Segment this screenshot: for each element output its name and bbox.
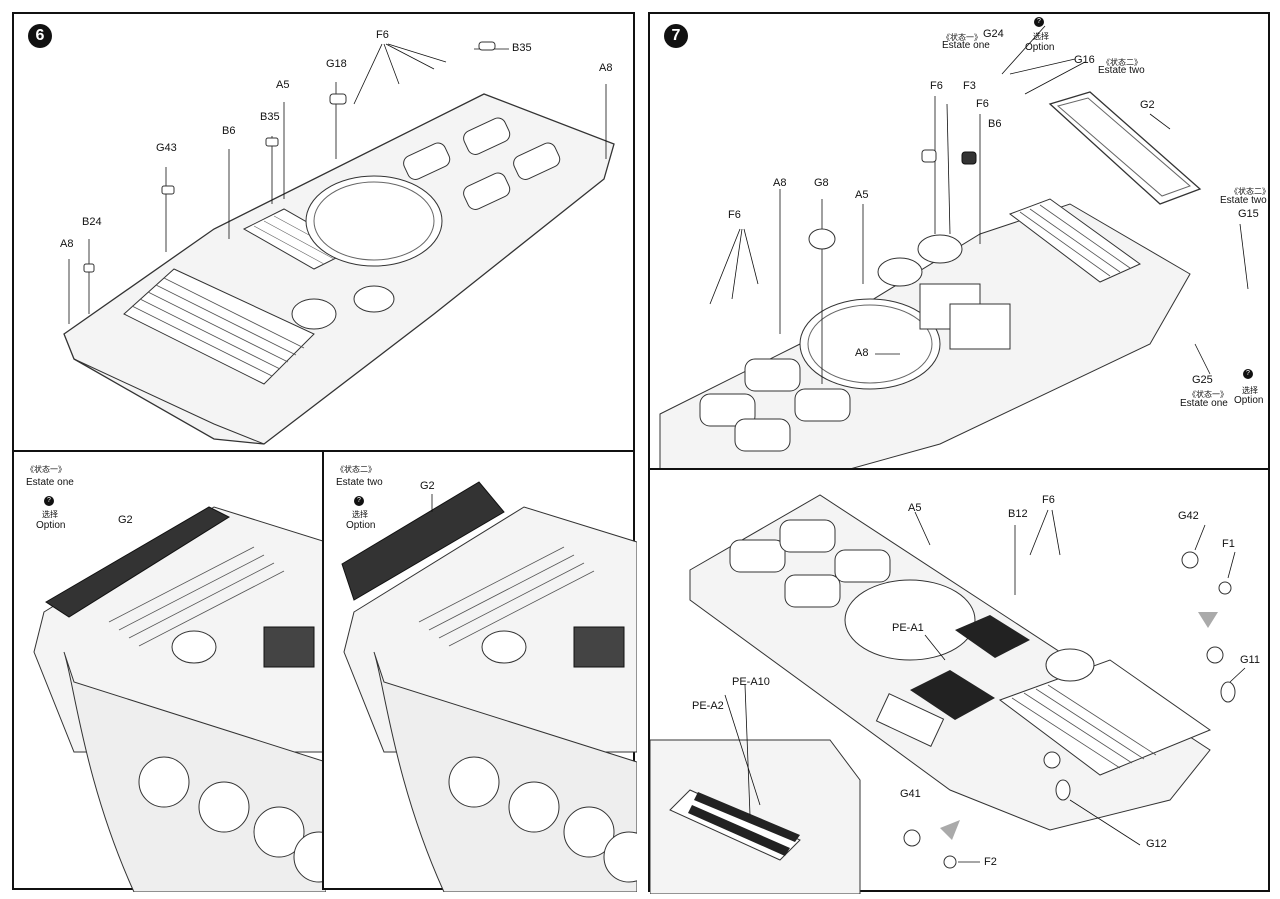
option-label: Option bbox=[346, 520, 376, 531]
part-label-f3: F3 bbox=[963, 80, 976, 92]
part-label-g15: G15 bbox=[1238, 208, 1259, 220]
part-label-f1: F1 bbox=[1222, 538, 1235, 550]
part-label-a8: A8 bbox=[773, 177, 787, 189]
g24-cn-label: 《状态一》 bbox=[942, 33, 982, 42]
part-label-a5: A5 bbox=[908, 502, 922, 514]
part-label-b12: B12 bbox=[1008, 508, 1028, 520]
part-label-f6: F6 bbox=[376, 29, 389, 41]
part-label-f6: F6 bbox=[930, 80, 943, 92]
right-cn-label: 《状态二》 bbox=[1230, 187, 1270, 196]
step-number: 6 bbox=[28, 24, 52, 48]
part-label-pe-a1: PE-A1 bbox=[892, 622, 924, 634]
part-label-g18: G18 bbox=[326, 58, 347, 70]
part-label-b6: B6 bbox=[222, 125, 236, 137]
g25-cn-label: 《状态一》 bbox=[1188, 390, 1228, 399]
part-label-b24: B24 bbox=[82, 216, 102, 228]
g16-estate-label: Estate two bbox=[1098, 65, 1145, 76]
part-label-b6: B6 bbox=[988, 118, 1002, 130]
step-7-hull-drawing bbox=[659, 25, 1249, 470]
option-label: Option bbox=[36, 520, 66, 531]
step-6-hull-drawing bbox=[63, 41, 615, 445]
step-7-detail-panel: A5 B12 F6 G42 F1 PE-A1 PE-A10 PE-A2 G11 … bbox=[648, 468, 1270, 894]
part-label-a8: A8 bbox=[599, 62, 613, 74]
option-label: Option bbox=[1234, 395, 1264, 406]
option-label: Option bbox=[1025, 42, 1055, 53]
part-label-g2: G2 bbox=[1140, 99, 1155, 111]
option-icon: ? bbox=[44, 496, 54, 506]
right-estate-label: Estate two bbox=[1220, 195, 1267, 206]
part-label-g11: G11 bbox=[1240, 654, 1260, 666]
estate-two-panel: 《状态二》 Estate two ? 选择 Option G2 bbox=[322, 450, 637, 892]
option-cn-label: 选择 bbox=[1242, 386, 1258, 395]
part-label-g12: G12 bbox=[1146, 838, 1167, 850]
part-label-f6: F6 bbox=[1042, 494, 1055, 506]
part-label-g24: G24 bbox=[983, 28, 1004, 40]
part-label-f6: F6 bbox=[728, 209, 741, 221]
part-label-g41: G41 bbox=[900, 788, 921, 800]
part-label-g25: G25 bbox=[1192, 374, 1213, 386]
part-label-pe-a2: PE-A2 bbox=[692, 700, 724, 712]
option-icon: ? bbox=[1034, 17, 1044, 27]
part-label-g42: G42 bbox=[1178, 510, 1199, 522]
option-icon: ? bbox=[354, 496, 364, 506]
part-label-g2: G2 bbox=[420, 480, 435, 492]
part-label-a8: A8 bbox=[60, 238, 74, 250]
part-label-a5: A5 bbox=[855, 189, 869, 201]
estate-cn-label: 《状态二》 bbox=[336, 465, 376, 474]
estate-one-drawing bbox=[33, 506, 326, 892]
part-label-g43: G43 bbox=[156, 142, 177, 154]
estate-cn-label: 《状态一》 bbox=[26, 465, 66, 474]
step-7-detail-drawing bbox=[650, 494, 1246, 894]
part-label-g8: G8 bbox=[814, 177, 829, 189]
g16-cn-label: 《状态二》 bbox=[1102, 58, 1142, 67]
estate-label: Estate two bbox=[336, 477, 383, 488]
step-7-panel: 7 《状态一》 G24 Estate one ? 选择 Option G16 《… bbox=[648, 12, 1270, 470]
step-number: 7 bbox=[664, 24, 688, 48]
step-6-panel: 6 F6 B35 G18 A5 A8 B35 B6 G43 B24 A8 bbox=[12, 12, 635, 452]
estate-one-panel: 《状态一》 Estate one ? 选择 Option G2 bbox=[12, 450, 326, 892]
option-icon: ? bbox=[1243, 369, 1253, 379]
part-label-f2: F2 bbox=[984, 856, 997, 868]
part-label-a5: A5 bbox=[276, 79, 290, 91]
estate-label: Estate one bbox=[26, 477, 74, 488]
g25-estate-label: Estate one bbox=[1180, 398, 1228, 409]
estate-two-drawing bbox=[341, 481, 637, 892]
part-label-a8: A8 bbox=[855, 347, 869, 359]
part-label-f6: F6 bbox=[976, 98, 989, 110]
option-cn-label: 选择 bbox=[1033, 32, 1049, 41]
part-label-b35: B35 bbox=[512, 42, 532, 54]
part-label-pe-a10: PE-A10 bbox=[732, 676, 770, 688]
part-label-b35: B35 bbox=[260, 111, 280, 123]
option-cn-label: 选择 bbox=[352, 510, 368, 519]
part-label-g2: G2 bbox=[118, 514, 133, 526]
part-label-g16: G16 bbox=[1074, 54, 1095, 66]
g24-estate-label: Estate one bbox=[942, 40, 990, 51]
option-cn-label: 选择 bbox=[42, 510, 58, 519]
